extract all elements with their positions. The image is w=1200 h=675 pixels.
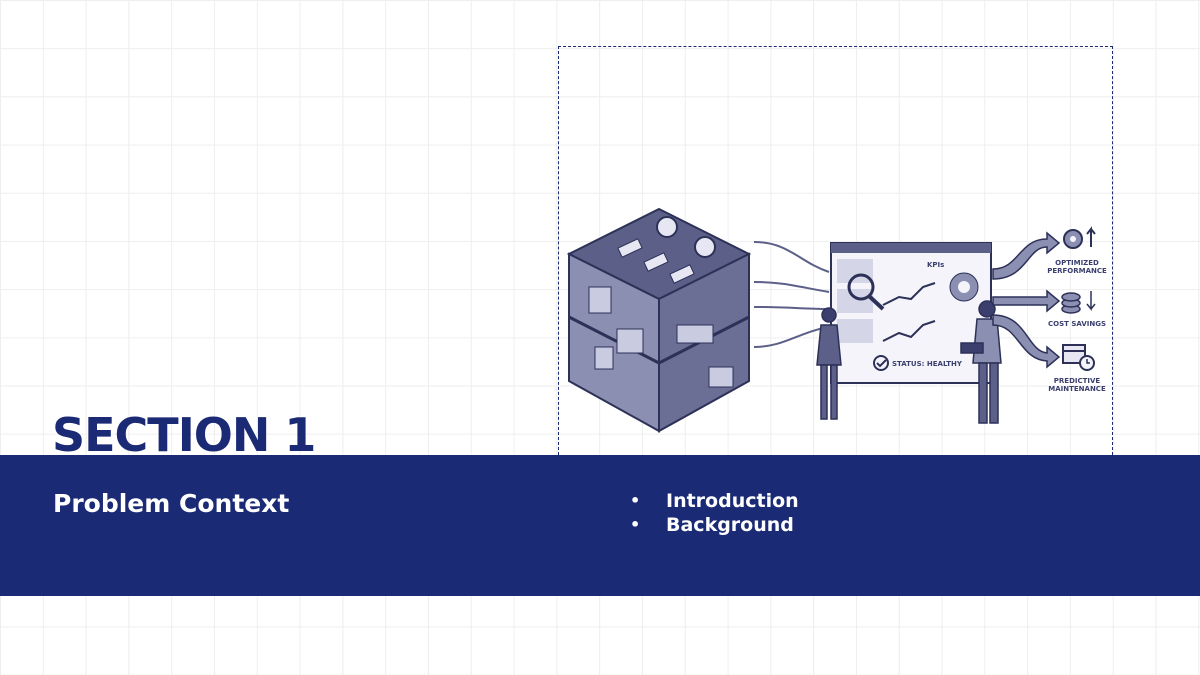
agenda-item: • Background: [630, 513, 799, 537]
data-flow-arrows: [753, 241, 830, 348]
people-illustration: [816, 300, 1002, 424]
section-title: SECTION 1: [52, 408, 316, 462]
agenda-item-label: Introduction: [666, 490, 799, 512]
calendar-clock-icon: [1062, 344, 1095, 371]
agenda-item-label: Background: [666, 514, 794, 536]
gear-icon: [1063, 226, 1096, 249]
outcome-1-line2: PERFORMANCE: [1047, 267, 1107, 275]
agenda-list: • Introduction • Background: [630, 489, 799, 537]
section-banner: Problem Context • Introduction • Backgro…: [0, 455, 1200, 596]
outcome-2-line1: COST SAVINGS: [1048, 320, 1106, 328]
illustration: KPIs STATUS: HEALTHY: [566, 207, 1107, 433]
building-illustration: [566, 207, 752, 433]
outcome-arrows: [992, 231, 1061, 369]
agenda-item: • Introduction: [630, 489, 799, 513]
coins-icon: [1061, 291, 1096, 314]
illustration-frame: KPIs STATUS: HEALTHY: [558, 46, 1113, 455]
outcome-3-line1: PREDICTIVE: [1054, 377, 1101, 385]
section-subtitle: Problem Context: [53, 489, 290, 518]
outcome-1-line1: OPTIMIZED: [1055, 259, 1099, 267]
kpi-badge: KPIs: [927, 261, 944, 269]
bullet-icon: •: [630, 515, 641, 534]
bullet-icon: •: [630, 491, 641, 510]
dashboard-illustration: [830, 242, 992, 384]
status-label: STATUS: HEALTHY: [892, 360, 963, 368]
outcome-3-line2: MAINTENANCE: [1048, 385, 1106, 393]
